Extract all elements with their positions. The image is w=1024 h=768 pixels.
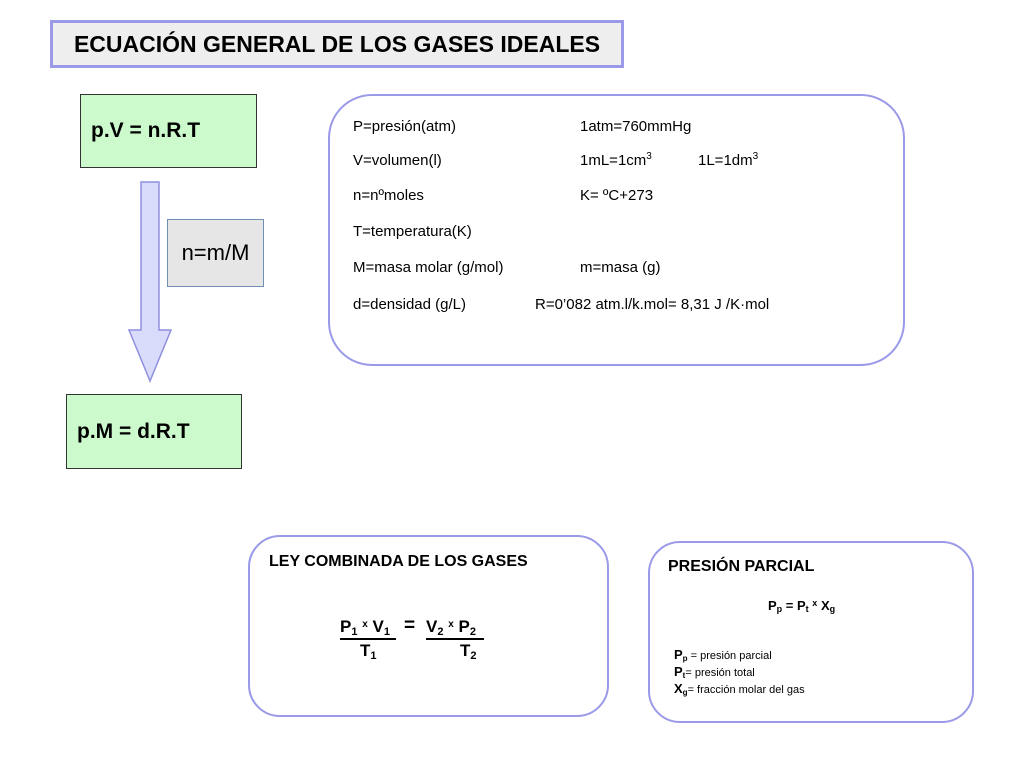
pp-symbol: P xyxy=(768,598,777,613)
legend-pt-text: = presión total xyxy=(685,667,755,679)
fraction-line-left xyxy=(340,638,396,640)
p2-subscript: 2 xyxy=(469,626,476,638)
fraction-line-right xyxy=(426,638,484,640)
formula-denominator-left: T1 xyxy=(360,641,377,662)
legend-xg-text: = fracción molar del gas xyxy=(687,684,805,696)
def-kelvin: K= ºC+273 xyxy=(580,187,654,204)
legend-xg-subscript: g xyxy=(682,688,688,697)
partial-pressure-title: PRESIÓN PARCIAL xyxy=(668,558,815,575)
def-density: d=densidad (g/L) xyxy=(353,296,466,313)
down-arrow-icon xyxy=(127,181,173,383)
partial-pressure-formula: Pp = Pt x Xg xyxy=(768,598,836,614)
def-l-exp: 3 xyxy=(752,151,759,162)
def-ml-exp: 3 xyxy=(646,151,652,162)
pp-times-symbol: x xyxy=(812,598,818,608)
density-equation: p.M = d.R.T xyxy=(66,394,242,469)
pt-symbol: P xyxy=(797,598,806,613)
formula-numerator-right: V2 x P2 xyxy=(426,617,476,638)
v2-subscript: 2 xyxy=(437,626,444,638)
t2-subscript: 2 xyxy=(470,650,477,662)
legend-pt-subscript: t xyxy=(682,671,686,680)
substitution-box: n=m/M xyxy=(167,219,264,287)
p1-subscript: 1 xyxy=(351,626,358,638)
combined-law-box: LEY COMBINADA DE LOS GASES P1 x V1 = V2 … xyxy=(248,535,609,717)
formula-numerator-left: P1 x V1 xyxy=(340,617,390,638)
v2-symbol: V xyxy=(426,617,438,636)
legend-pp-symbol: P xyxy=(674,647,683,662)
times-symbol-2: x xyxy=(448,619,454,630)
legend-pt-symbol: P xyxy=(674,664,683,679)
partial-pressure-legend: Pp = presión parcial Pt= presión total X… xyxy=(674,647,805,698)
combined-law-title: LEY COMBINADA DE LOS GASES xyxy=(269,553,528,570)
def-volume: V=volumen(l) xyxy=(353,152,442,169)
t2-symbol: T xyxy=(460,641,471,660)
partial-pressure-box: PRESIÓN PARCIAL Pp = Pt x Xg Pp = presió… xyxy=(648,541,974,723)
legend-row-partial: Pp = presión parcial xyxy=(674,647,805,664)
combined-law-formula: P1 x V1 = V2 x P2 T1 T2 xyxy=(340,615,490,667)
legend-row-total: Pt= presión total xyxy=(674,664,805,681)
pp-equals: = xyxy=(782,598,797,613)
ideal-gas-equation: p.V = n.R.T xyxy=(80,94,257,168)
v1-symbol: V xyxy=(372,617,384,636)
def-temperature: T=temperatura(K) xyxy=(353,223,472,240)
page-title-text: ECUACIÓN GENERAL DE LOS GASES IDEALES xyxy=(73,30,601,57)
t1-symbol: T xyxy=(360,641,371,660)
pt-subscript: t xyxy=(805,604,809,614)
density-equation-text: p.M = d.R.T xyxy=(77,419,190,443)
legend-pp-subscript: p xyxy=(682,654,688,663)
page-title: ECUACIÓN GENERAL DE LOS GASES IDEALES xyxy=(50,20,624,68)
def-molar-mass: M=masa molar (g/mol) xyxy=(353,259,504,276)
def-ml-base: 1mL=1cm xyxy=(580,152,647,169)
def-l: 1L=1dm3 xyxy=(698,151,759,170)
legend-xg-symbol: X xyxy=(674,681,683,696)
xg-symbol: X xyxy=(820,598,830,613)
xg-subscript: g xyxy=(829,604,836,614)
formula-denominator-right: T2 xyxy=(460,641,477,662)
v1-subscript: 1 xyxy=(383,626,390,638)
def-gas-constant: R=0’082 atm.l/k.mol= 8,31 J /K·mol xyxy=(535,296,770,313)
substitution-text: n=m/M xyxy=(181,240,250,265)
pp-subscript: p xyxy=(776,604,783,614)
def-mass: m=masa (g) xyxy=(580,259,661,276)
formula-equals: = xyxy=(404,615,416,636)
definitions-box: P=presión(atm) 1atm=760mmHg V=volumen(l)… xyxy=(328,94,905,366)
legend-pp-text: = presión parcial xyxy=(687,650,772,662)
def-atm: 1atm=760mmHg xyxy=(580,118,692,135)
ideal-gas-equation-text: p.V = n.R.T xyxy=(91,119,201,142)
p2-symbol: P xyxy=(458,617,470,636)
t1-subscript: 1 xyxy=(370,650,377,662)
legend-row-fraction: Xg= fracción molar del gas xyxy=(674,681,805,698)
def-pressure: P=presión(atm) xyxy=(353,118,456,135)
def-l-base: 1L=1dm xyxy=(698,152,753,169)
def-moles: n=nºmoles xyxy=(353,187,424,204)
times-symbol-1: x xyxy=(362,619,368,630)
def-ml: 1mL=1cm3 xyxy=(580,151,652,170)
p1-symbol: P xyxy=(340,617,352,636)
